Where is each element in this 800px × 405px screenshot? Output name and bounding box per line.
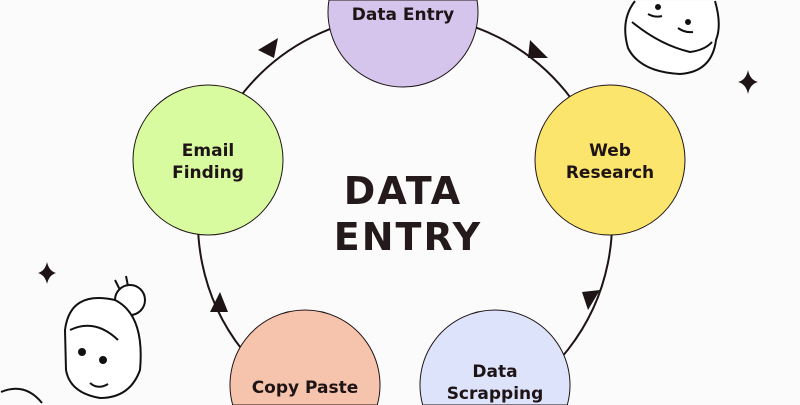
arrow-icon [258, 38, 278, 58]
node-label: Scrapping [447, 384, 544, 404]
arrow-icon [528, 40, 548, 58]
node-circle [132, 84, 284, 236]
node-label: Copy Paste [252, 378, 359, 398]
sparkle-icon [738, 70, 758, 94]
node-circle [419, 309, 571, 405]
diagram-title-line2: ENTRY [334, 215, 482, 259]
node-label: Research [566, 163, 654, 183]
character-illustration-bottom [0, 275, 146, 404]
sparkle-icon [38, 262, 56, 284]
node-circle [534, 84, 686, 236]
node-label: Email [182, 141, 234, 161]
character-illustration-top [624, 0, 720, 76]
node-circle [327, 0, 479, 88]
diagram-title-line1: DATA [344, 169, 462, 213]
arrow-icon [582, 290, 600, 310]
node-label: Web [589, 141, 631, 161]
node-label: Data Entry [352, 5, 454, 25]
node-copy-paste: Copy Paste [229, 309, 381, 405]
node-label: Finding [172, 163, 244, 183]
node-circle [229, 309, 381, 405]
arrow-icon [210, 292, 228, 312]
node-data-entry: Data Entry [327, 0, 479, 88]
node-label: Data [472, 362, 517, 382]
